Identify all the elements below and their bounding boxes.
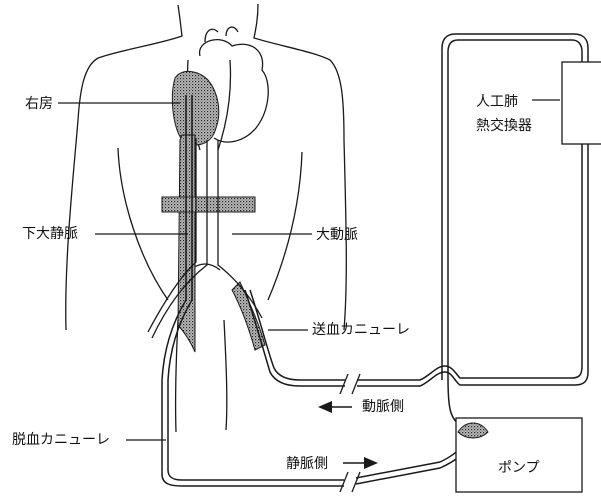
label-arterial-cannula: 送血カニューレ xyxy=(312,322,410,338)
label-oxygenator-2: 熱交換器 xyxy=(476,118,532,134)
leader-lines xyxy=(58,100,560,440)
label-oxygenator-1: 人工肺 xyxy=(476,94,518,110)
label-arterial-side: 動脈側 xyxy=(362,399,404,415)
label-venous-side: 静脈側 xyxy=(286,456,328,472)
vena-cava xyxy=(162,135,265,352)
right-atrium xyxy=(172,71,218,144)
pump xyxy=(456,418,582,492)
venous-cannula-tube xyxy=(168,95,470,480)
label-pump: ポンプ xyxy=(498,460,540,476)
label-ivc: 下大静脈 xyxy=(22,226,78,242)
arrow-venous xyxy=(343,457,378,469)
tube-breaks xyxy=(340,374,360,492)
label-venous-cannula: 脱血カニューレ xyxy=(12,432,110,448)
oxygenator-box xyxy=(562,62,601,144)
label-right-atrium: 右房 xyxy=(25,96,53,112)
arrow-arterial xyxy=(318,401,352,413)
body-outline xyxy=(66,4,347,432)
label-aorta: 大動脈 xyxy=(316,227,358,243)
